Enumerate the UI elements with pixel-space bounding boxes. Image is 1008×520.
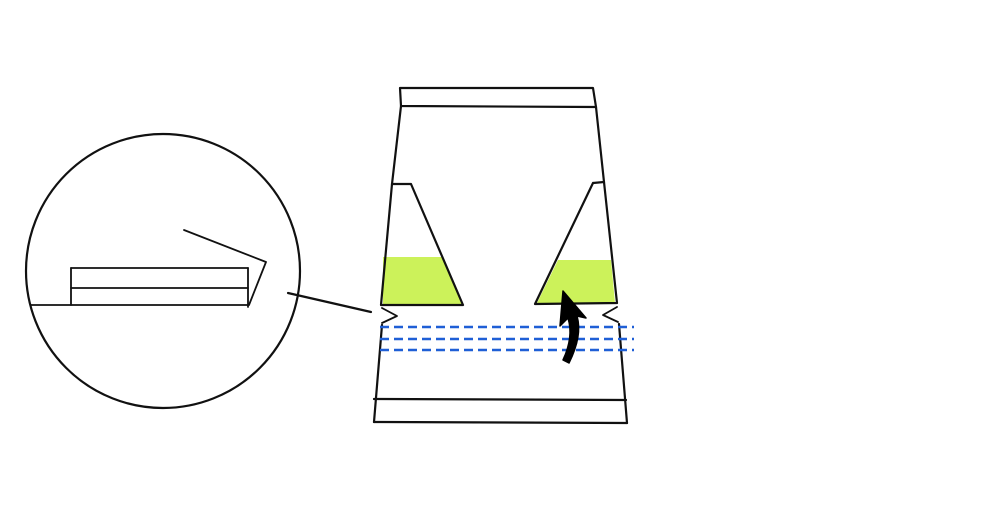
detail-magnifier-circle <box>24 132 302 410</box>
curved-up-arrow <box>559 290 587 364</box>
detail-folded-flap <box>183 229 267 306</box>
cup-left-wall-upper <box>390 104 403 186</box>
detail-magnifier <box>24 132 302 410</box>
top-rim-band <box>398 86 598 109</box>
right-notch <box>602 306 619 323</box>
left-triangular-fin <box>379 182 465 307</box>
dashed-fold-lines <box>380 325 634 352</box>
left-fin-highlight <box>383 257 462 304</box>
cup-right-wall-upper <box>594 105 606 184</box>
right-fin-highlight <box>537 260 615 303</box>
cup-left-wall-lower <box>372 323 384 424</box>
cup <box>372 86 629 425</box>
bottom-rim-band <box>372 397 629 425</box>
left-notch <box>381 307 398 324</box>
cup-right-wall-lower <box>617 322 629 425</box>
leader-line <box>286 291 373 314</box>
right-triangular-fin <box>533 180 619 306</box>
